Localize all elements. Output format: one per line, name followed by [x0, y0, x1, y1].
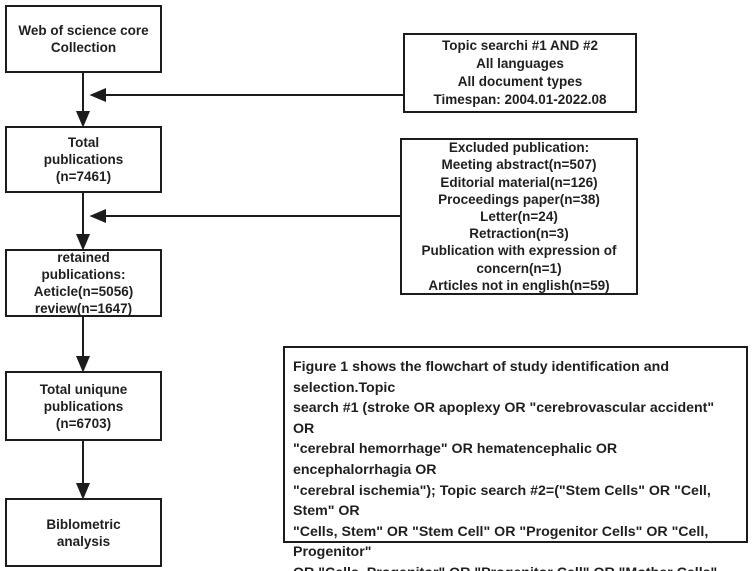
- arrow-search-criteria-to-flow: [89, 87, 403, 103]
- annotation-search-criteria: Topic searchi #1 AND #2 All languages Al…: [403, 33, 637, 113]
- node-retained-publications: retained publications: Aeticle(n=5056) r…: [5, 249, 162, 317]
- arrow-retained-to-unique: [75, 317, 91, 373]
- node-total-unique-publications: Total uniqune publications (n=6703): [5, 371, 162, 441]
- arrow-excluded-to-flow: [89, 208, 400, 224]
- arrow-total-to-retained: [75, 193, 91, 251]
- annotation-excluded-publications: Excluded publication: Meeting abstract(n…: [400, 138, 638, 295]
- node-bibliometric-analysis: Biblometric analysis: [5, 498, 162, 567]
- figure-caption: Figure 1 shows the flowchart of study id…: [283, 346, 748, 571]
- node-web-of-science-core-collection: Web of science core Collection: [5, 5, 162, 73]
- arrow-unique-to-analysis: [75, 441, 91, 500]
- node-total-publications: Total publications (n=7461): [5, 126, 162, 193]
- arrow-source-to-total: [75, 73, 91, 128]
